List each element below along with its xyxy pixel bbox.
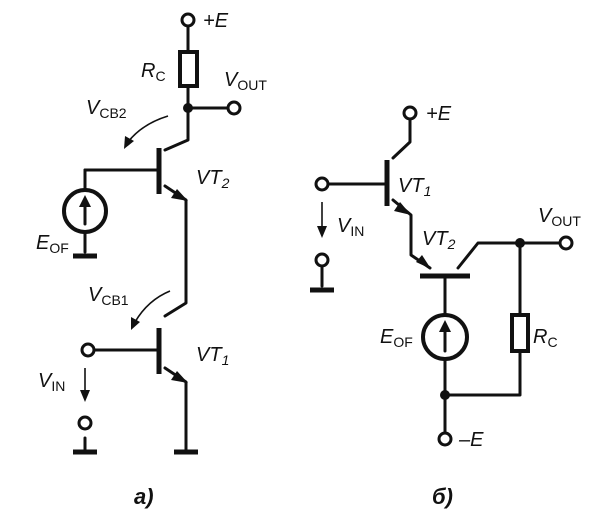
label-b-resistor: RC [533,326,558,350]
label-b-source: EOF [380,326,413,350]
label-a-input: VIN [38,370,65,394]
label-b-vt1: VT1 [398,175,431,199]
wire-a-resistor-out [163,84,190,152]
wire-b-supply [391,118,412,160]
label-a-source: EOF [36,232,69,256]
terminal-a-output [226,100,242,116]
arrow-a-vt2-emitter [171,189,188,201]
label-a-vcb2: VCB2 [86,97,127,121]
source-a-arrow-head [79,195,91,207]
caption-b: б) [432,484,453,509]
wire-b-rc-bottom [443,349,522,397]
label-a-vcb1: VCB1 [88,284,129,308]
terminal-b-input [314,176,330,192]
arrow-a-vcb2 [127,115,169,143]
label-a-resistor: RC [141,60,166,84]
wire-b-collector2 [456,241,522,270]
label-b-input: VIN [337,215,364,239]
label-a-vt2: VT2 [196,167,230,191]
terminal-b-supply-pos [402,105,418,121]
arrow-a-vcb1-head [131,317,140,330]
caption-a: а) [134,484,154,509]
terminal-a-input [80,342,96,358]
arrow-b-vin-head [317,226,327,238]
label-a-output: VOUT [224,69,267,93]
arrow-a-vin-head [80,390,90,402]
arrow-a-vt1-emitter [171,371,188,383]
label-b-vt2: VT2 [422,228,456,252]
resistor-a-rc [178,50,199,88]
label-b-output: VOUT [538,205,581,229]
circuit-b: +E VT1 VIN VT2 VOUT EOF RC –E б) [310,103,581,509]
circuit-a: +E RC VOUT VCB2 VT2 EOF VCB1 VT1 VIN а) [36,10,267,509]
node-b-output [515,238,525,248]
node-b-source [440,390,450,400]
terminal-b-input-ref [314,252,330,268]
terminal-b-output [558,235,574,251]
wire-a-emitter2 [163,184,188,318]
node-a-collector [183,103,193,113]
label-b-supply-neg: –E [458,429,484,451]
arrow-a-vcb1 [134,290,171,323]
label-a-vt1: VT1 [196,344,229,368]
arrow-a-vcb2-head [124,136,134,149]
arrow-b-vt2-emitter [416,255,431,269]
label-a-supply: +E [203,10,229,32]
terminal-a-input-ref [77,415,93,431]
source-b-arrow-head [439,320,451,332]
label-b-supply-pos: +E [426,103,452,125]
arrow-b-vt1-emitter [394,202,411,215]
resistor-b-rc [510,313,530,353]
terminal-b-supply-neg [437,431,453,447]
terminal-a-supply [180,12,196,28]
